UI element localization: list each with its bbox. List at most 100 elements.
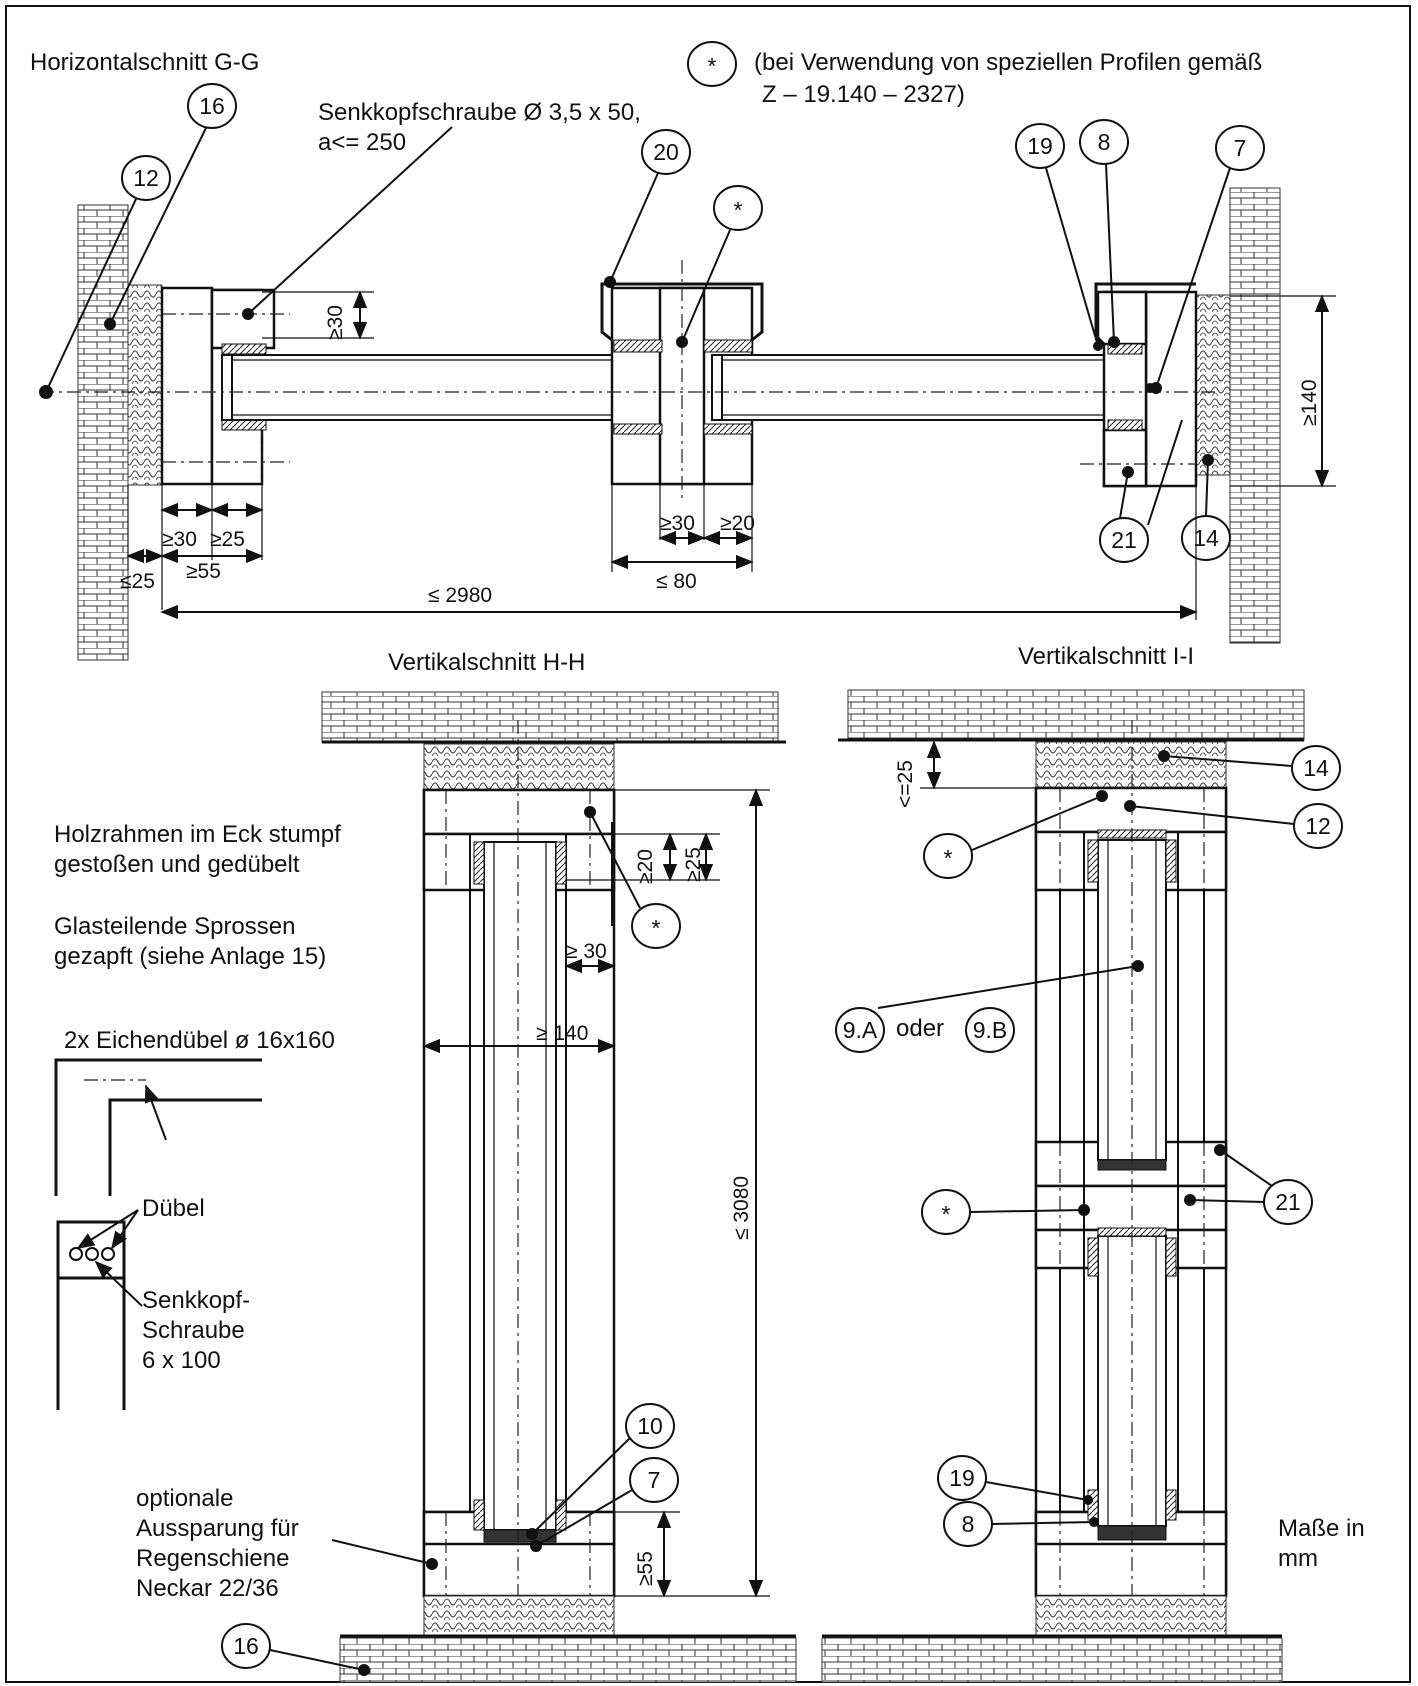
rail-note-line4: Neckar 22/36 bbox=[136, 1575, 279, 1602]
svg-text:21: 21 bbox=[1275, 1189, 1301, 1215]
screw-detail-line3: 6 x 100 bbox=[142, 1347, 221, 1374]
bubble-21-top bbox=[1099, 517, 1149, 563]
bubble-9b bbox=[965, 1007, 1015, 1053]
hh-top-insulation bbox=[423, 743, 615, 791]
svg-text:*: * bbox=[734, 197, 743, 223]
svg-text:7: 7 bbox=[648, 1467, 661, 1493]
svg-text:≥20: ≥20 bbox=[634, 849, 657, 884]
svg-text:≥30: ≥30 bbox=[162, 528, 197, 551]
dowel-title: 2x Eichendübel ø 16x160 bbox=[64, 1027, 335, 1054]
svg-text:≥20: ≥20 bbox=[720, 512, 755, 535]
left-brick-wall bbox=[77, 204, 129, 661]
units-note-line2: mm bbox=[1278, 1545, 1318, 1572]
svg-text:14: 14 bbox=[1193, 525, 1219, 551]
bubble-12-top bbox=[121, 155, 171, 201]
bubble-19-ii bbox=[937, 1455, 987, 1501]
bubble-8-top bbox=[1079, 119, 1129, 165]
svg-text:16: 16 bbox=[199, 93, 225, 119]
hh-bottom-brick bbox=[339, 1637, 797, 1683]
star-bubble-ii-top bbox=[923, 833, 973, 879]
left-seal-top bbox=[221, 343, 267, 355]
rail-note-line3: Regenschiene bbox=[136, 1545, 289, 1572]
svg-text:10: 10 bbox=[637, 1413, 663, 1439]
dowel-hole-2-icon bbox=[101, 1247, 115, 1261]
dowel-hole-1-icon bbox=[69, 1247, 83, 1261]
right-brick-wall bbox=[1229, 187, 1281, 644]
svg-text:9.B: 9.B bbox=[973, 1017, 1008, 1043]
svg-text:9.A: 9.A bbox=[843, 1017, 878, 1043]
svg-text:≥55: ≥55 bbox=[186, 560, 221, 583]
bars-note-line2: gezapft (siehe Anlage 15) bbox=[54, 943, 326, 970]
svg-text:*: * bbox=[942, 1201, 951, 1227]
bubble-12-ii bbox=[1293, 803, 1343, 849]
mullion-cover-profile bbox=[600, 282, 764, 342]
svg-text:*: * bbox=[652, 915, 661, 941]
bubble-16-bottom bbox=[221, 1623, 271, 1669]
rail-note-line1: optionale bbox=[136, 1485, 233, 1512]
svg-text:21: 21 bbox=[1111, 527, 1137, 553]
svg-text:≥25: ≥25 bbox=[210, 528, 245, 551]
screw-detail-line2: Schraube bbox=[142, 1317, 245, 1344]
vertical-section-hh: Vertikalschnitt H-H bbox=[221, 649, 797, 1683]
vertical-ii-title: Vertikalschnitt I-I bbox=[1018, 643, 1194, 670]
rail-note-line2: Aussparung für bbox=[136, 1515, 299, 1542]
horizontal-section-gg: Horizontalschnitt G-G bbox=[30, 41, 1336, 661]
bubble-19-top bbox=[1015, 123, 1065, 169]
left-insulation bbox=[127, 284, 163, 486]
ii-top-brick bbox=[847, 689, 1305, 741]
ii-bottom-brick bbox=[821, 1637, 1283, 1683]
hh-top-brick bbox=[321, 691, 779, 743]
bubble-16-top bbox=[187, 83, 237, 129]
screw-detail-line1: Senkkopf- bbox=[142, 1287, 250, 1314]
svg-text:19: 19 bbox=[949, 1465, 975, 1491]
right-glazing-bead-bottom bbox=[1102, 428, 1148, 488]
svg-text:≥30: ≥30 bbox=[324, 305, 347, 340]
star-bubble-hh bbox=[631, 903, 681, 949]
svg-text:≤ 3080: ≤ 3080 bbox=[730, 1176, 753, 1240]
svg-text:≤25: ≤25 bbox=[120, 570, 155, 593]
left-frame-outer bbox=[160, 286, 214, 486]
svg-text:12: 12 bbox=[1305, 813, 1331, 839]
notes-corner-detail: Holzrahmen im Eck stumpf gestoßen und ge… bbox=[54, 821, 1365, 1602]
bars-note-line1: Glasteilende Sprossen bbox=[54, 913, 295, 940]
bubble-9a bbox=[835, 1007, 885, 1053]
svg-text:20: 20 bbox=[653, 139, 679, 165]
svg-text:14: 14 bbox=[1303, 755, 1329, 781]
right-insulation bbox=[1195, 294, 1231, 476]
svg-text:≤ 2980: ≤ 2980 bbox=[428, 584, 492, 607]
corner-joint-detail bbox=[54, 1058, 262, 1196]
star-note-line2: Z – 19.140 – 2327) bbox=[762, 81, 965, 108]
svg-text:≥55: ≥55 bbox=[634, 1551, 657, 1586]
screw-note-line2: a<= 250 bbox=[318, 129, 406, 156]
svg-text:8: 8 bbox=[1098, 129, 1111, 155]
bubble-7-hh bbox=[629, 1457, 679, 1503]
svg-text:12: 12 bbox=[133, 165, 159, 191]
bubble-10 bbox=[625, 1403, 675, 1449]
screw-hole-icon bbox=[85, 1247, 99, 1261]
svg-text:≥ 140: ≥ 140 bbox=[536, 1022, 588, 1045]
oder-label: oder bbox=[896, 1015, 944, 1042]
svg-text:*: * bbox=[944, 845, 953, 871]
svg-text:16: 16 bbox=[233, 1633, 259, 1659]
ii-bottom-insulation bbox=[1035, 1595, 1227, 1637]
bubble-20 bbox=[641, 129, 691, 175]
star-bubble-mullion bbox=[713, 185, 763, 231]
svg-text:≥140: ≥140 bbox=[1298, 379, 1321, 426]
hh-glass-pane bbox=[483, 841, 557, 1531]
vertical-section-ii: Vertikalschnitt I-I bbox=[821, 643, 1343, 1683]
svg-text:≥ 30: ≥ 30 bbox=[566, 940, 607, 963]
left-glass-pane bbox=[221, 354, 655, 421]
star-note-line1: (bei Verwendung von speziellen Profilen … bbox=[754, 49, 1262, 76]
hh-bottom-insulation bbox=[423, 1595, 615, 1637]
right-glass-pane bbox=[711, 354, 1145, 421]
duebel-label: Dübel bbox=[142, 1195, 205, 1222]
svg-text:19: 19 bbox=[1027, 133, 1053, 159]
svg-text:≥30: ≥30 bbox=[660, 512, 695, 535]
frame-note-line2: gestoßen und gedübelt bbox=[54, 851, 300, 878]
svg-text:7: 7 bbox=[1234, 135, 1247, 161]
hh-setting-block bbox=[483, 1529, 557, 1543]
svg-text:<=25: <=25 bbox=[894, 760, 917, 808]
ii-transom-middle bbox=[1034, 1184, 1228, 1232]
svg-text:*: * bbox=[708, 53, 717, 79]
